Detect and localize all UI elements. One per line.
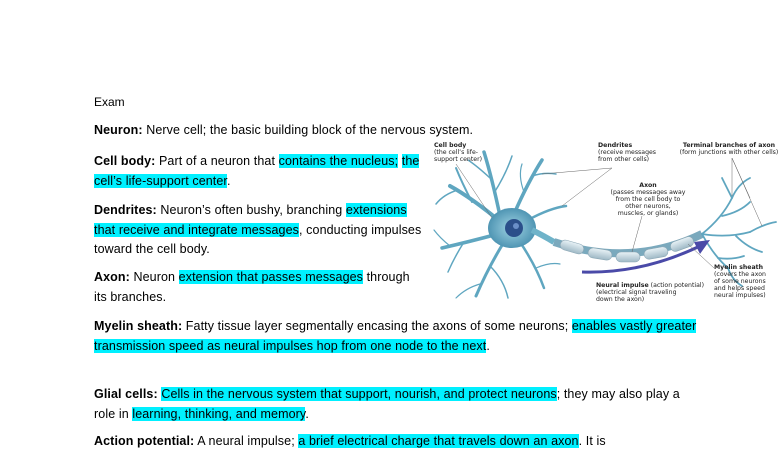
label-line: from other cells) [598, 156, 650, 163]
definition-text: through its branches. [94, 270, 410, 304]
definition-axon: Axon: Neuron extension that passes messa… [94, 268, 424, 307]
terminal-branches [701, 177, 777, 287]
definition-text: ; they may also play a role in [94, 387, 680, 421]
definition-text: Neuron [129, 270, 179, 284]
impulse-arrow [581, 244, 701, 274]
definition-myelin-sheath: Myelin sheath: Fatty tissue layer segmen… [94, 317, 704, 356]
definition-text: , conducting impulses toward the cell bo… [94, 222, 422, 257]
label-line: (receive messages [598, 149, 657, 156]
document-page: Exam Neuron: Nerve cell; the basic build… [94, 95, 784, 448]
term-axon: Axon: [94, 270, 130, 284]
label-cell-body: Cell body (the cell’s life- support cent… [434, 142, 482, 163]
leader-lines [455, 157, 763, 269]
definition-text: . [305, 406, 309, 421]
label-line: muscles, or glands) [617, 210, 679, 217]
highlighted-text: extension that passes messages [178, 270, 364, 284]
definition-cell-body: Cell body: Part of a neuron that contain… [94, 152, 424, 191]
highlighted-text: contains the nucleus; [278, 154, 399, 168]
term-cell-body: Cell body: [94, 154, 156, 168]
label-title: Dendrites [598, 142, 633, 149]
label-terminal-branches: Terminal branches of axon (form junction… [676, 142, 782, 156]
label-neural-impulse: Neural impulse (action potential) (elect… [596, 282, 704, 303]
label-line: (electrical signal traveling [596, 289, 677, 296]
definition-text: Fatty tissue layer segmentally encasing … [182, 319, 572, 333]
label-line: neural impulses) [714, 292, 766, 299]
definition-dendrites: Dendrites: Neuron’s often bushy, branchi… [94, 201, 424, 260]
term-neuron: Neuron: [94, 123, 143, 137]
label-line: down the axon) [596, 296, 645, 303]
neuron-diagram: Cell body (the cell’s life- support cent… [432, 138, 784, 312]
definition-glial-cells: Glial cells: Cells in the nervous system… [94, 385, 704, 424]
definition-neuron: Neuron: Nerve cell; the basic building b… [94, 121, 514, 141]
label-title: Myelin sheath [714, 264, 764, 271]
label-line: from the cell body to [615, 196, 681, 203]
highlighted-text: Cells in the nervous system that support… [161, 387, 557, 401]
term-action-potential: Action potential: [94, 434, 195, 448]
label-title: Axon [639, 182, 657, 189]
label-line: support center) [434, 156, 483, 163]
page-heading: Exam [94, 95, 125, 109]
label-dendrites: Dendrites (receive messages from other c… [598, 142, 656, 163]
definition-text: A neural impulse; [194, 434, 299, 448]
label-line: of some neurons [714, 278, 766, 285]
label-axon: Axon (passes messages away from the cell… [608, 182, 688, 217]
label-line: (the cell’s life- [434, 149, 478, 156]
label-line: (covers the axon [714, 271, 766, 278]
label-title: Terminal branches of axon [682, 142, 776, 149]
highlighted-text: learning, thinking, and memory [132, 406, 306, 421]
definition-text: . It is [578, 434, 606, 448]
definition-text: . [486, 338, 490, 353]
term-myelin-sheath: Myelin sheath: [94, 319, 183, 333]
label-line: (action potential) [648, 282, 705, 289]
definition-text: Neuron’s often bushy, branching [156, 203, 346, 217]
definition-text: . [227, 173, 231, 188]
label-title: Neural impulse [596, 282, 649, 289]
term-dendrites: Dendrites: [94, 203, 157, 217]
impulse-arrowhead [694, 240, 710, 254]
myelin-segments [559, 236, 694, 263]
definition-text: Nerve cell; the basic building block of … [142, 123, 474, 137]
nucleolus [513, 223, 519, 229]
definition-text: Part of a neuron that [155, 154, 279, 168]
label-myelin-sheath: Myelin sheath (covers the axon of some n… [714, 264, 784, 299]
label-line: (form junctions with other cells) [679, 149, 779, 156]
neuron-illustration [433, 150, 777, 299]
highlighted-text: a brief electrical charge that travels d… [298, 434, 579, 448]
definition-action-potential: Action potential: A neural impulse; a br… [94, 432, 704, 452]
label-line: other neurons, [625, 203, 671, 210]
label-line: (passes messages away [610, 189, 686, 196]
label-title: Cell body [434, 142, 467, 149]
term-glial-cells: Glial cells: [94, 387, 158, 401]
label-line: and helps speed [714, 285, 765, 292]
axon-hillock [530, 227, 556, 245]
